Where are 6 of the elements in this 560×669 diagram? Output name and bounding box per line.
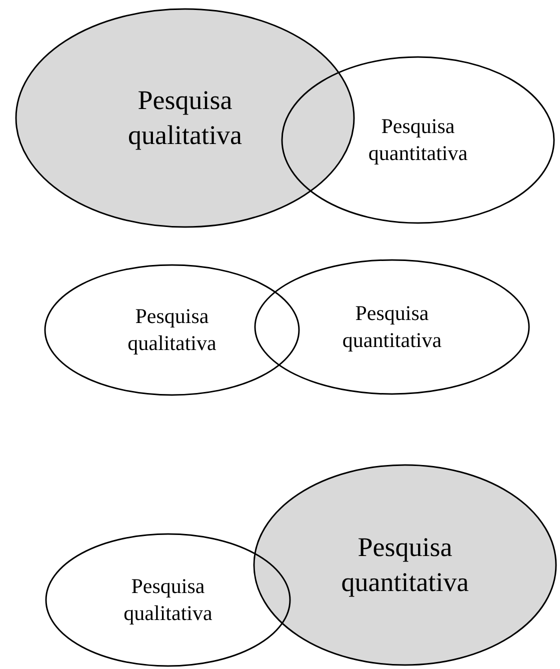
- ellipse-label: Pesquisa qualitativa: [122, 572, 214, 627]
- ellipse-label: Pesquisa quantitativa: [367, 112, 469, 167]
- ellipse-label: Pesquisa qualitativa: [126, 302, 218, 357]
- ellipse-label: Pesquisa quantitativa: [341, 300, 443, 354]
- ellipse-label: Pesquisa quantitativa: [340, 530, 470, 599]
- ellipse-label: Pesquisa qualitativa: [127, 84, 243, 152]
